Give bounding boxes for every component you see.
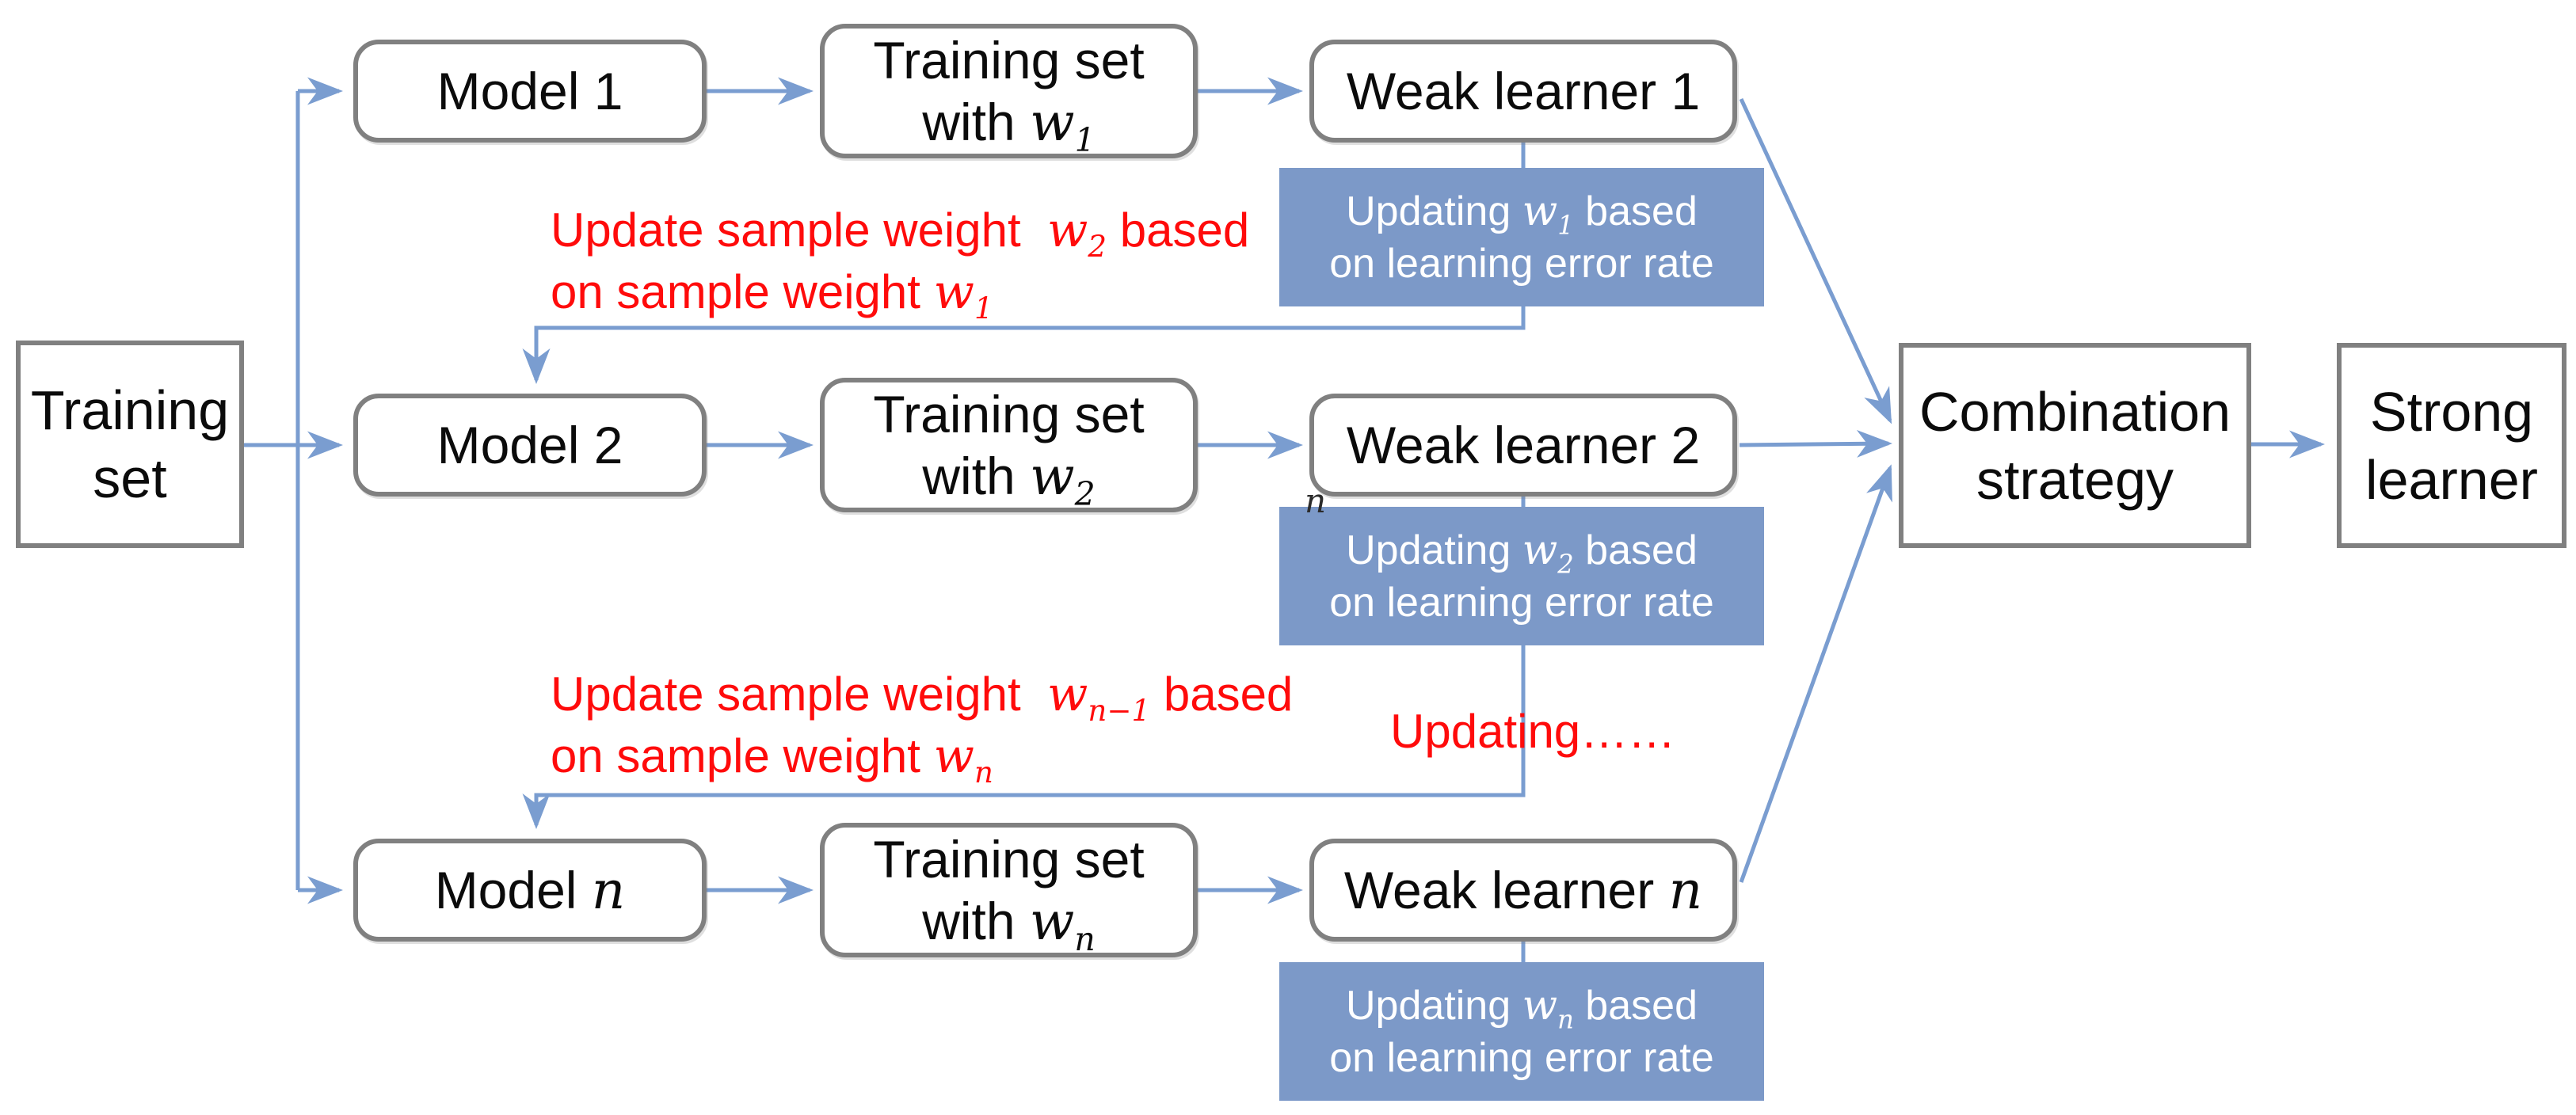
red-note-updating-ellipsis: Updating…… <box>1390 705 1676 758</box>
stray-n-glyph: n <box>1305 481 1327 520</box>
arrow-learner2-to-combination <box>1739 429 1892 458</box>
weak-learner-n-box: Weak learner n <box>1309 839 1737 942</box>
model-2-label: Model 2 <box>436 416 623 474</box>
weak-learner-1-label: Weak learner 1 <box>1346 62 1701 120</box>
model-2-box: Model 2 <box>353 394 707 497</box>
model-1-label: Model 1 <box>436 62 623 120</box>
weak-learner-2-box: Weak learner 2 <box>1309 394 1737 497</box>
model-1-box: Model 1 <box>353 40 707 143</box>
model-n-label: Model n <box>434 859 626 921</box>
weak-learner-n-label: Weak learner n <box>1343 859 1703 921</box>
weak-learner-1-box: Weak learner 1 <box>1309 40 1737 143</box>
model-n-box: Model n <box>353 839 707 942</box>
weak-learner-2-label: Weak learner 2 <box>1346 416 1701 474</box>
